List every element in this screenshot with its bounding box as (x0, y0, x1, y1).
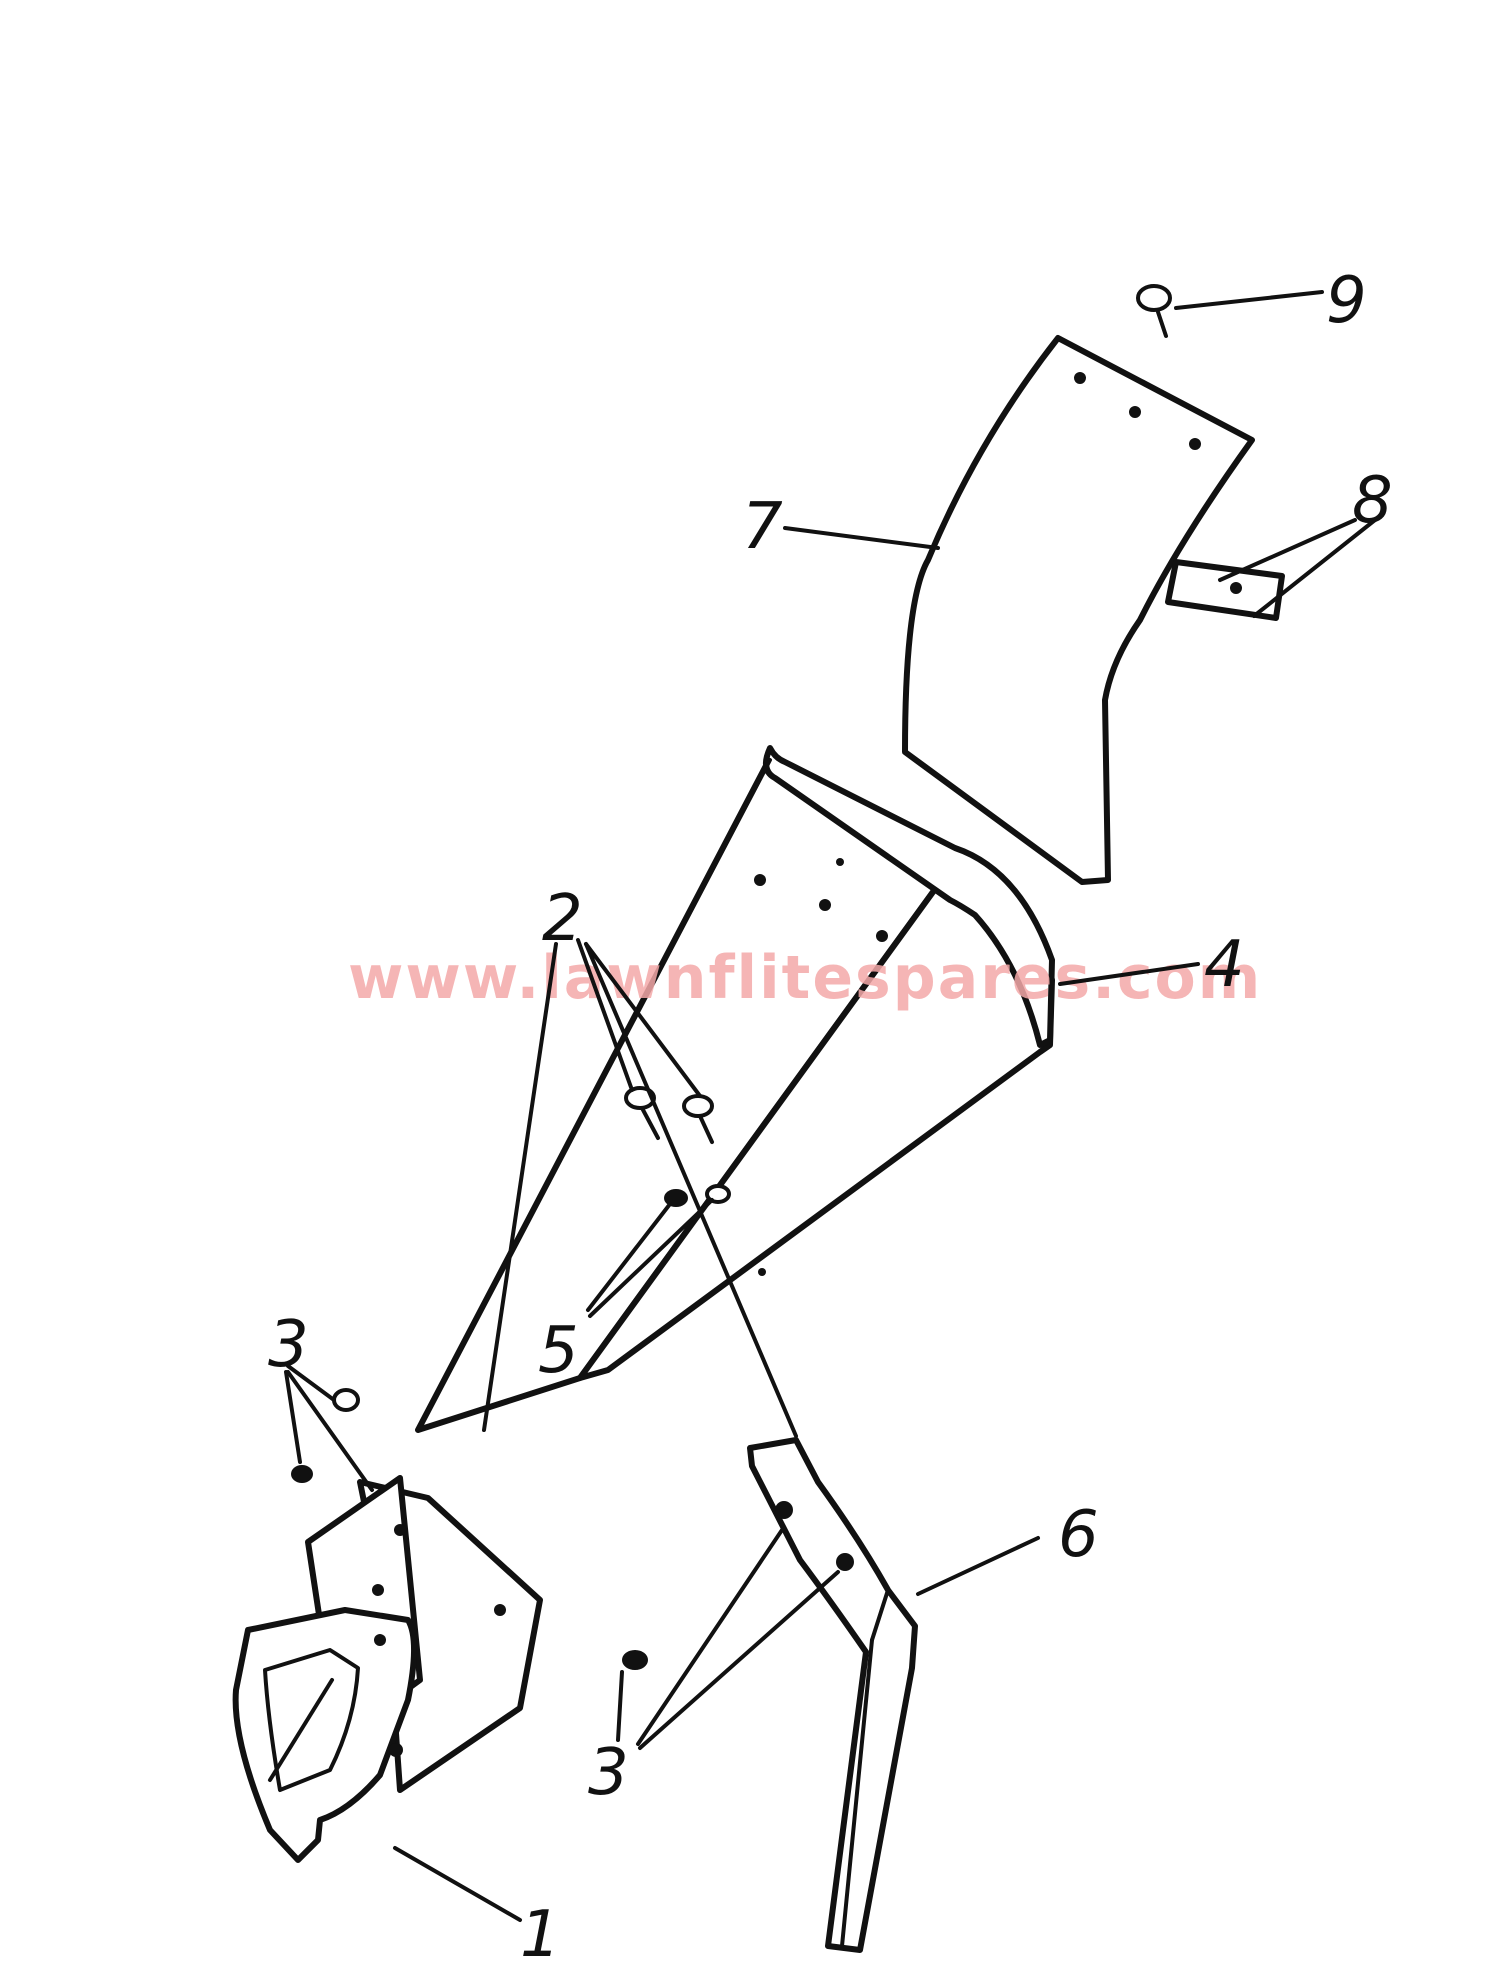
callout-3-lower: 3 (588, 1736, 629, 1810)
callout-5: 5 (538, 1314, 579, 1388)
callout-2: 2 (542, 882, 583, 956)
part-6-side-bracket (747, 1437, 918, 1953)
watermark: www.lawnflitespares.com (348, 943, 1262, 1013)
leader-lines (284, 290, 1377, 1922)
part-2-bolts (624, 1086, 714, 1144)
callout-6: 6 (1058, 1498, 1099, 1572)
part-4-chute-body (415, 745, 1055, 1433)
callout-7: 7 (742, 490, 783, 564)
callout-3-upper: 3 (268, 1308, 309, 1382)
callout-4: 4 (1204, 928, 1245, 1002)
part-1-chute-base (232, 1475, 543, 1863)
part-8-bracket (1165, 559, 1285, 621)
callout-1: 1 (520, 1898, 561, 1972)
callout-9: 9 (1326, 264, 1367, 338)
part-7-flap (902, 335, 1255, 885)
callout-labels: 1 2 3 3 4 5 6 7 8 9 (268, 264, 1393, 1972)
callout-8: 8 (1352, 464, 1393, 538)
part-9-bolt (1136, 284, 1172, 338)
